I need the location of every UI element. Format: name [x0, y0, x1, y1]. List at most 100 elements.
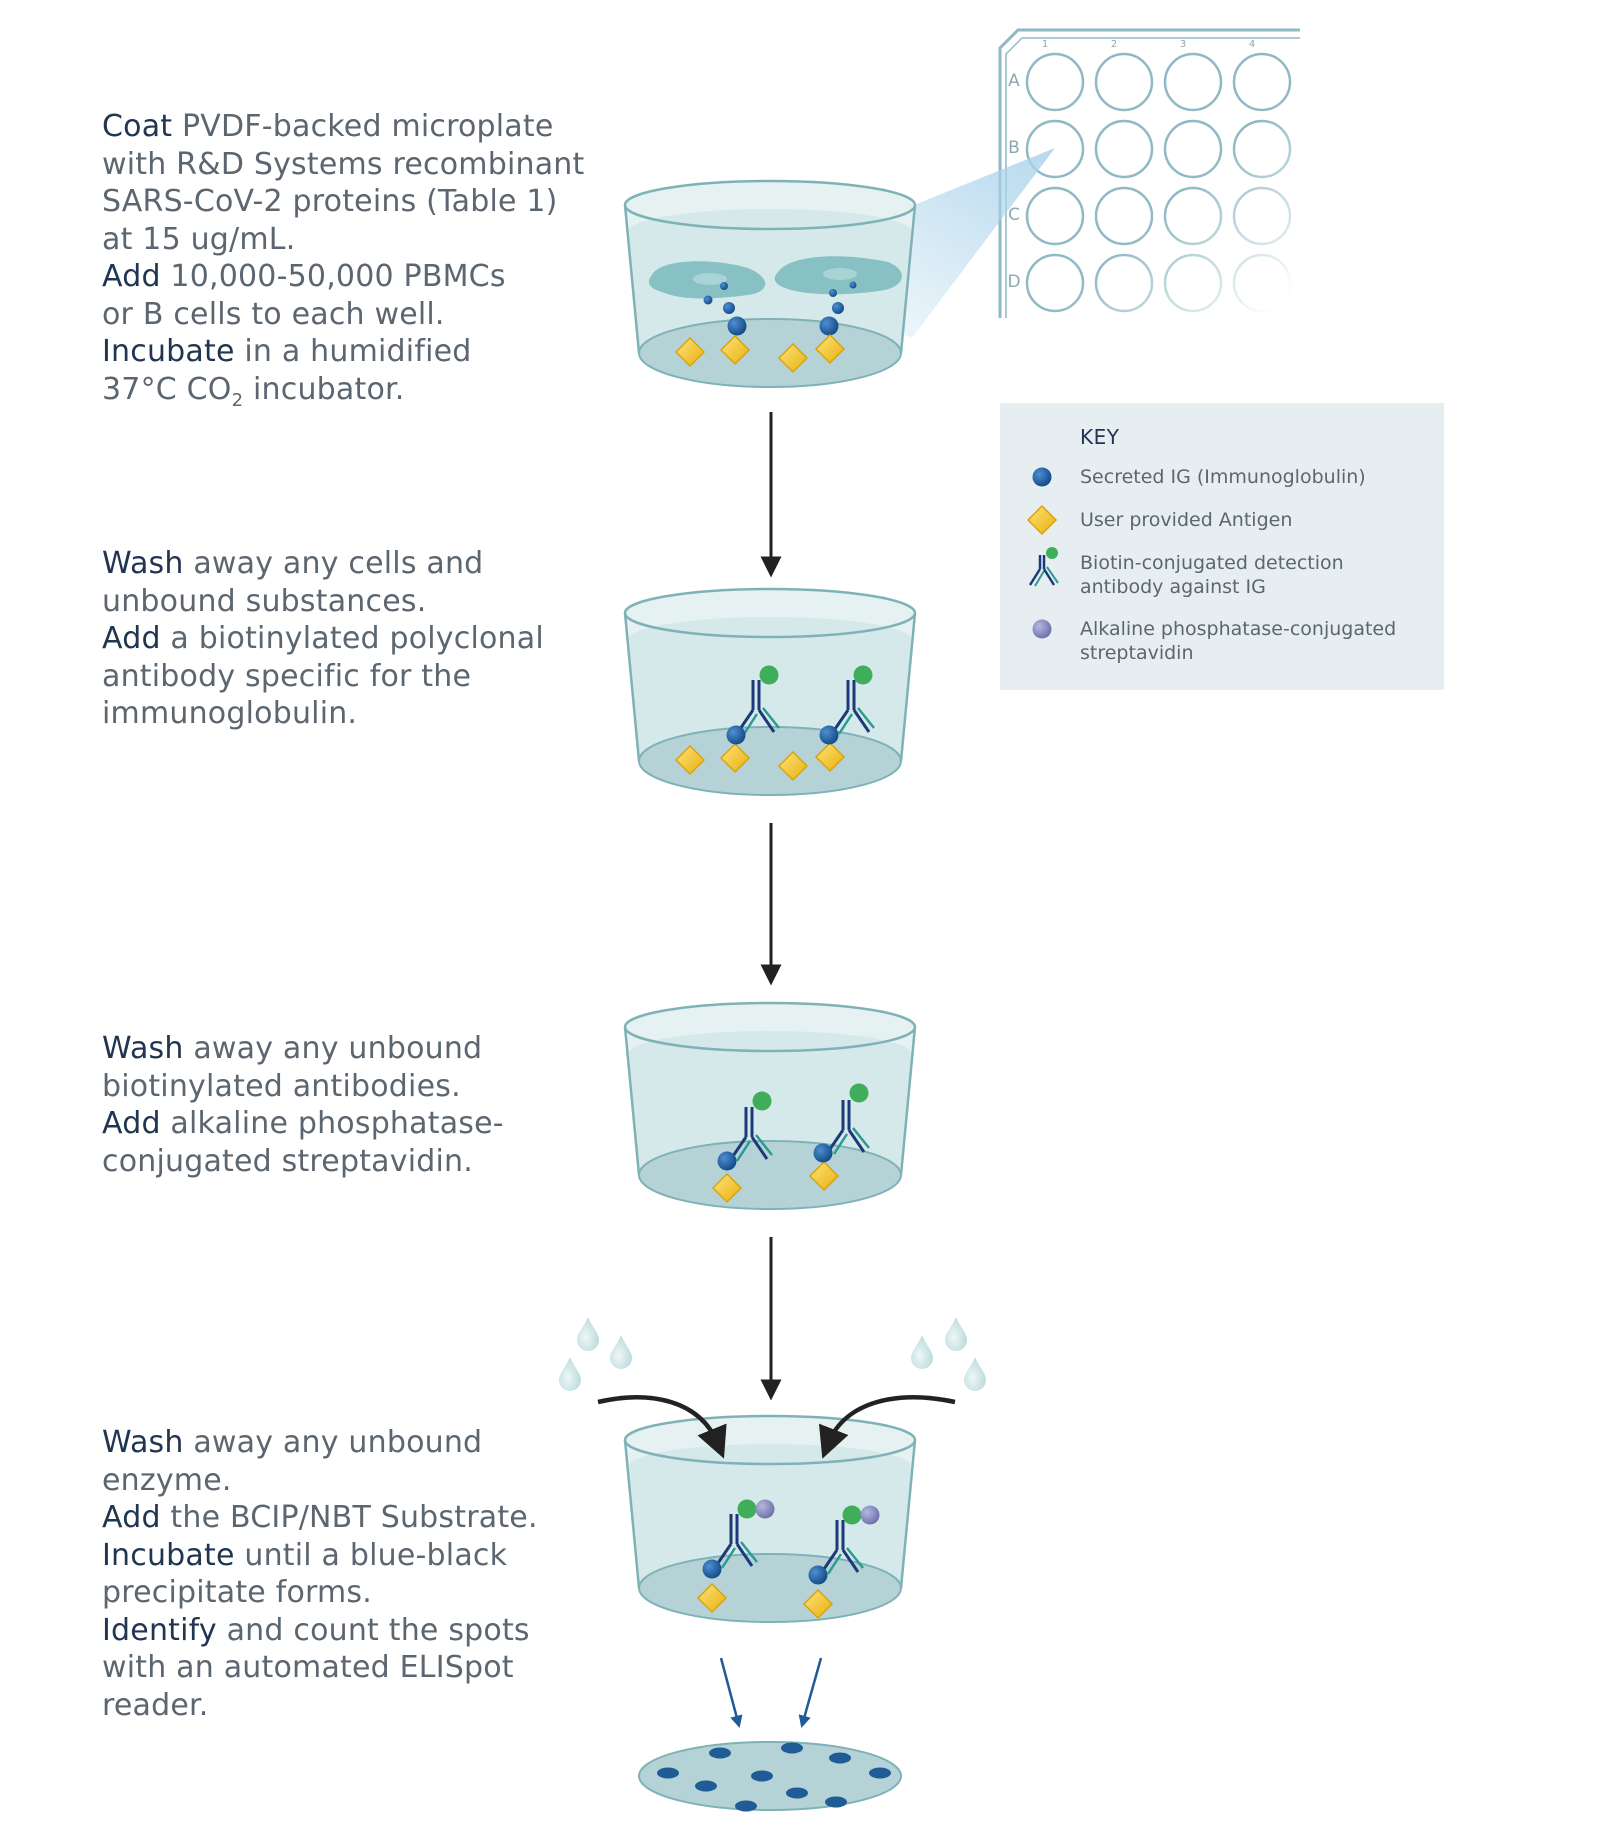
elispot-spot: [869, 1767, 891, 1779]
key-item-label: Biotin-conjugated detection antibody aga…: [1080, 552, 1344, 598]
step-line: Add a biotinylated polyclonal: [102, 620, 544, 658]
step-line: precipitate forms.: [102, 1574, 538, 1612]
substrate-drop: [559, 1357, 581, 1391]
elispot-spot: [786, 1787, 808, 1799]
step-line: Add 10,000-50,000 PBMCs: [102, 258, 584, 296]
step-line: biotinylated antibodies.: [102, 1068, 504, 1106]
step-line: Add alkaline phosphatase-: [102, 1105, 504, 1143]
biotin-icon: [737, 1499, 757, 1519]
step-text-segment: away any unbound: [183, 1031, 483, 1066]
action-keyword: Incubate: [102, 334, 235, 369]
step-text-segment: the BCIP/NBT Substrate.: [160, 1500, 538, 1535]
action-keyword: Add: [102, 1500, 161, 1535]
key-title: KEY: [1080, 425, 1120, 449]
antigen-icon: [802, 1588, 834, 1620]
step-line: 37°C CO2 incubator.: [102, 371, 584, 420]
step-text-segment: and count the spots: [216, 1612, 530, 1648]
well-step-3: [623, 1001, 917, 1210]
antigen-icon: [1026, 504, 1058, 536]
streptavidin-icon: [860, 1505, 880, 1525]
elispot-spot: [735, 1800, 757, 1812]
biotin-icon: [849, 1083, 869, 1103]
readout-arrow: [719, 1657, 743, 1729]
step-text-segment: in a humidified: [234, 334, 472, 369]
step-line: conjugated streptavidin.: [102, 1143, 504, 1181]
antigen-icon: [808, 1160, 840, 1192]
detection-antibody-icon: [826, 1100, 870, 1155]
step-line: Wash away any cells and: [102, 545, 544, 583]
biotin-icon: [853, 665, 873, 685]
subscript: 2: [231, 389, 244, 411]
antigen-icon: [696, 1582, 728, 1614]
step-line: Coat PVDF-backed microplate: [102, 108, 584, 146]
cell-nucleus: [693, 273, 727, 285]
biotin-icon: [752, 1091, 772, 1111]
microplate: 1234ABCD: [998, 28, 1320, 328]
step-line: unbound substances.: [102, 583, 544, 621]
biotin-icon: [759, 665, 779, 685]
immunoglobulin-icon: [819, 725, 839, 745]
step-line: enzyme.: [102, 1462, 538, 1500]
substrate-drop: [610, 1335, 632, 1369]
immunoglobulin-icon: [808, 1565, 828, 1585]
step-line: Wash away any unbound: [102, 1424, 538, 1462]
detection-antibody-icon: [1028, 547, 1059, 587]
step-text-segment: enzyme.: [102, 1462, 232, 1498]
immunoglobulin-icon: [849, 281, 857, 289]
action-keyword: Incubate: [102, 1537, 235, 1573]
step-text-segment: reader.: [102, 1687, 209, 1723]
elispot-spot: [829, 1752, 851, 1764]
immunoglobulin-icon: [832, 302, 844, 314]
antigen-icon: [814, 741, 846, 773]
step-line: or B cells to each well.: [102, 296, 584, 334]
action-keyword: Coat: [102, 109, 173, 144]
step-line: with R&D Systems recombinant: [102, 146, 584, 184]
streptavidin-icon: [755, 1499, 775, 1519]
detection-antibody-icon: [831, 680, 875, 735]
step-text-segment: unbound substances.: [102, 583, 427, 619]
key-item-label: Alkaline phosphatase-conjugated streptav…: [1080, 618, 1397, 664]
substrate-arrow: [597, 1395, 727, 1459]
key-item-label: User provided Antigen: [1080, 509, 1293, 531]
substrate-drop: [945, 1317, 967, 1351]
step-line: Identify and count the spots: [102, 1612, 538, 1650]
immunoglobulin-icon: [819, 316, 839, 336]
well-step-2: [623, 587, 917, 796]
step-text-segment: with an automated ELISpot: [102, 1650, 514, 1685]
step-line: SARS-CoV-2 proteins (Table 1): [102, 183, 584, 221]
step-text-segment: conjugated streptavidin.: [102, 1143, 473, 1179]
action-keyword: Add: [102, 621, 161, 656]
key-item-label: Secreted IG (Immunoglobulin): [1080, 466, 1366, 488]
step-text-segment: or B cells to each well.: [102, 296, 445, 332]
immunoglobulin-icon: [723, 302, 735, 314]
action-keyword: Add: [102, 259, 161, 294]
antigen-icon: [674, 336, 706, 368]
elispot-spot: [751, 1770, 773, 1782]
step-line: at 15 ug/mL.: [102, 221, 584, 259]
step-text-segment: at 15 ug/mL.: [102, 221, 296, 257]
step-line: Wash away any unbound: [102, 1030, 504, 1068]
immunoglobulin-icon: [727, 316, 747, 336]
elispot-spot: [781, 1742, 803, 1754]
step-text-segment: immunoglobulin.: [102, 696, 358, 731]
elispot-spot: [825, 1796, 847, 1808]
immunoglobulin-icon: [726, 725, 746, 745]
immunoglobulin-icon: [703, 295, 713, 305]
biotin-icon: [842, 1505, 862, 1525]
substrate-drop: [964, 1357, 986, 1391]
immunoglobulin-icon: [813, 1143, 833, 1163]
cell-nucleus: [823, 268, 857, 280]
step-line: Incubate until a blue-black: [102, 1537, 538, 1575]
substrate-drop: [577, 1317, 599, 1351]
antigen-icon: [777, 750, 809, 782]
step-line: Add the BCIP/NBT Substrate.: [102, 1499, 538, 1537]
substrate-drop: [911, 1335, 933, 1369]
antigen-icon: [719, 742, 751, 774]
action-keyword: Wash: [102, 546, 184, 581]
step-line: reader.: [102, 1687, 538, 1725]
